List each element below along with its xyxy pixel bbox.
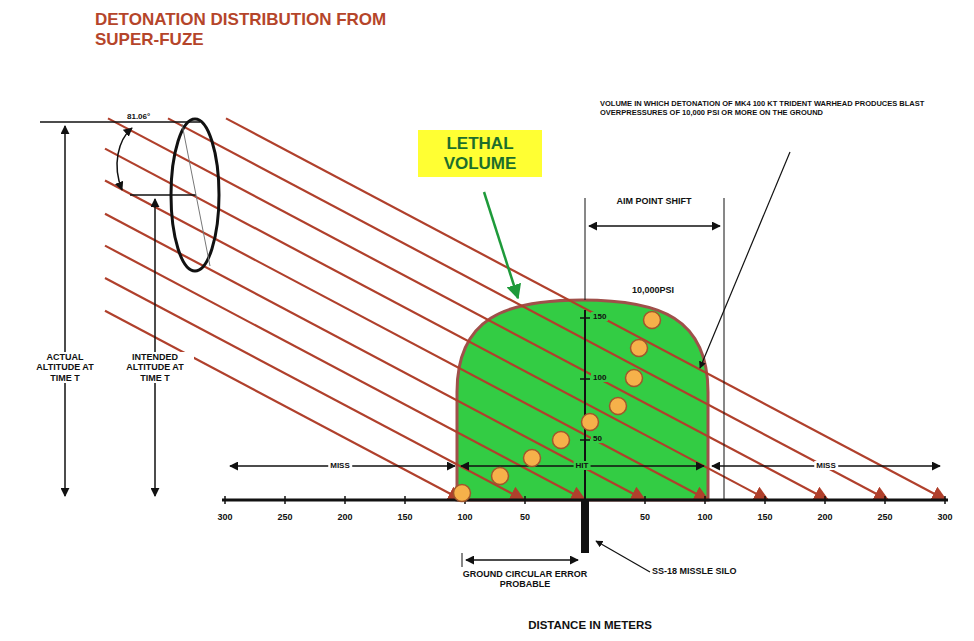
axis-tick — [284, 496, 286, 504]
trajectory-line — [105, 180, 708, 500]
detonation-points — [454, 312, 661, 502]
leader-line — [700, 152, 790, 368]
axis-number: 50 — [520, 512, 530, 522]
node-text: LETHAL VOLUME — [430, 134, 530, 173]
extension-line — [462, 553, 463, 567]
angle-arc — [117, 128, 132, 190]
axis-number: 250 — [277, 512, 292, 522]
axis-tick — [704, 496, 706, 504]
scale-tick — [580, 378, 590, 380]
extension-line — [585, 198, 586, 300]
leader-line — [484, 192, 518, 298]
angle-label: 81.06° — [125, 112, 152, 121]
altitude-line — [130, 194, 196, 196]
trajectory-line — [108, 118, 828, 500]
axis-number: 300 — [937, 512, 952, 522]
detonation-dot — [492, 468, 509, 485]
axis-tick — [944, 496, 946, 504]
highlight-box: LETHAL VOLUME — [418, 130, 542, 177]
axis-tick — [884, 496, 886, 504]
range-label: MISS — [814, 461, 838, 470]
trajectory-line — [226, 118, 946, 500]
altitude-line — [40, 121, 200, 123]
axis-number: 50 — [640, 512, 650, 522]
callout-label: GROUND CIRCULAR ERROR PROBABLE — [455, 569, 595, 590]
trajectory-line — [105, 214, 645, 500]
axis-number: 100 — [457, 512, 472, 522]
callout-label: SS-18 MISSLE SILO — [652, 566, 737, 576]
axis-tick — [524, 496, 526, 504]
axis-number: 150 — [757, 512, 772, 522]
axis-number: 100 — [697, 512, 712, 522]
range-label: HIT — [574, 461, 591, 470]
axis-tick — [404, 496, 406, 504]
trajectories — [105, 118, 946, 500]
range-label: MISS — [328, 461, 352, 470]
fuze-ellipse — [171, 119, 219, 271]
detonation-dot — [631, 340, 648, 357]
dimension-arrow — [466, 559, 578, 561]
dimension-arrow — [64, 126, 66, 496]
detonation-dot — [610, 398, 627, 415]
axis-tick — [644, 496, 646, 504]
scale-number: 100 — [591, 373, 608, 382]
axis-tick — [344, 496, 346, 504]
axis-number: 150 — [397, 512, 412, 522]
detonation-dot — [524, 450, 541, 467]
scale-tick — [580, 439, 590, 441]
scale-tick — [580, 317, 590, 319]
axis-number: 250 — [877, 512, 892, 522]
silo-symbol — [581, 500, 589, 553]
detonation-dot — [454, 485, 471, 502]
dimension-label: INTENDED ALTITUDE AT TIME T — [116, 352, 194, 383]
dimension-label: ACTUAL ALTITUDE AT TIME T — [27, 352, 103, 383]
detonation-dot — [626, 370, 643, 387]
trajectory-line — [168, 118, 888, 500]
callout-note: VOLUME IN WHICH DETONATION OF MK4 100 KT… — [600, 100, 965, 117]
trajectory-line — [105, 149, 768, 500]
axis-title: DISTANCE IN METERS — [528, 619, 652, 632]
dimension-arrow — [589, 225, 720, 227]
diagram-title: DETONATION DISTRIBUTION FROM SUPER-FUZE — [95, 10, 455, 49]
axis-tick — [224, 496, 226, 504]
axis-number: 200 — [337, 512, 352, 522]
detonation-dot — [582, 414, 599, 431]
scale-number: 150 — [591, 312, 608, 321]
lethal-volume — [457, 300, 708, 500]
axis-tick — [764, 496, 766, 504]
dimension-label: AIM POINT SHIFT — [614, 196, 694, 206]
detonation-dot — [644, 312, 661, 329]
extension-line — [724, 198, 725, 500]
pressure-label: 10,000PSI — [632, 285, 674, 295]
ellipse-axis — [182, 124, 210, 266]
height-scale — [584, 310, 586, 500]
detonation-dot — [553, 432, 570, 449]
leader-line — [596, 541, 650, 572]
axis-number: 200 — [817, 512, 832, 522]
scale-number: 50 — [591, 434, 604, 443]
axis-tick — [824, 496, 826, 504]
axis-number: 300 — [217, 512, 232, 522]
dimension-arrow — [154, 199, 156, 496]
